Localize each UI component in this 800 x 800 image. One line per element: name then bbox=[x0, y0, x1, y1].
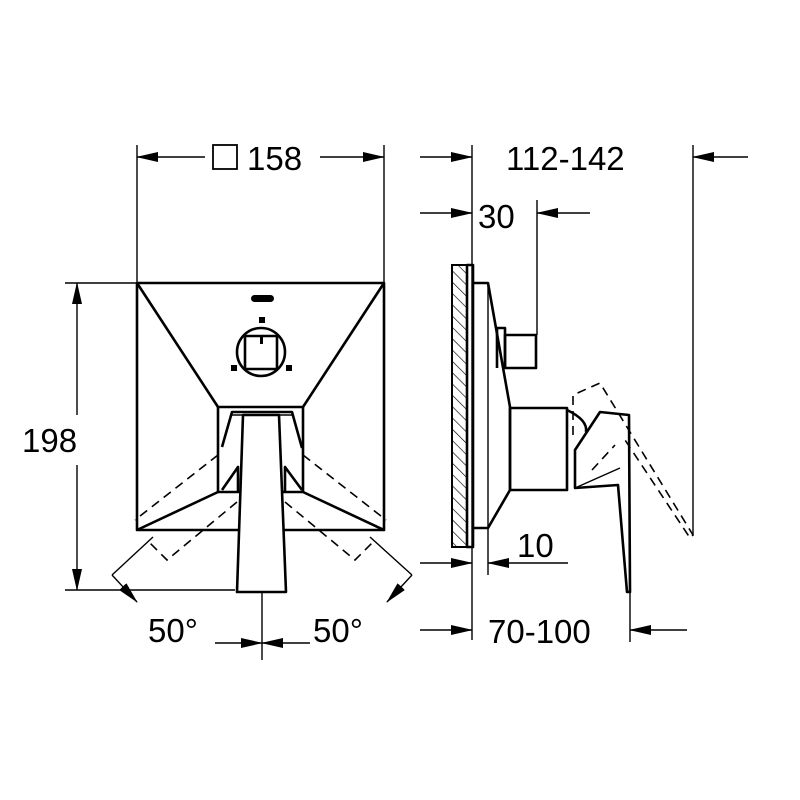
lever-depth-dimension: 70-100 bbox=[420, 592, 687, 650]
brand-logo bbox=[251, 295, 274, 302]
angle-dimensions: 50° 50° bbox=[111, 536, 413, 660]
width-label: 158 bbox=[247, 140, 302, 177]
plate-offset-dimension: 10 bbox=[420, 527, 568, 568]
height-label: 198 bbox=[22, 422, 77, 459]
overall-depth-dimension: 112-142 bbox=[420, 140, 748, 535]
lever-handle bbox=[220, 410, 304, 594]
front-view: 158 198 bbox=[22, 140, 413, 660]
lever-depth-label: 70-100 bbox=[488, 613, 591, 650]
diverter-knob bbox=[231, 317, 292, 378]
angle-left-label: 50° bbox=[148, 612, 198, 649]
overall-depth-label: 112-142 bbox=[506, 140, 625, 177]
side-view: 112-142 30 10 70-100 bbox=[420, 140, 748, 650]
height-dimension: 198 bbox=[22, 282, 235, 591]
pin-depth-label: 30 bbox=[478, 198, 515, 235]
square-symbol-icon bbox=[212, 144, 238, 170]
cover-plate bbox=[134, 281, 387, 594]
side-plate-body bbox=[473, 281, 695, 594]
plate-offset-label: 10 bbox=[517, 527, 554, 564]
lever-swing-outline bbox=[134, 454, 387, 562]
angle-right-label: 50° bbox=[313, 612, 363, 649]
wall-section bbox=[451, 263, 475, 549]
pin-depth-dimension: 30 bbox=[420, 198, 590, 335]
width-dimension: 158 bbox=[136, 140, 385, 283]
